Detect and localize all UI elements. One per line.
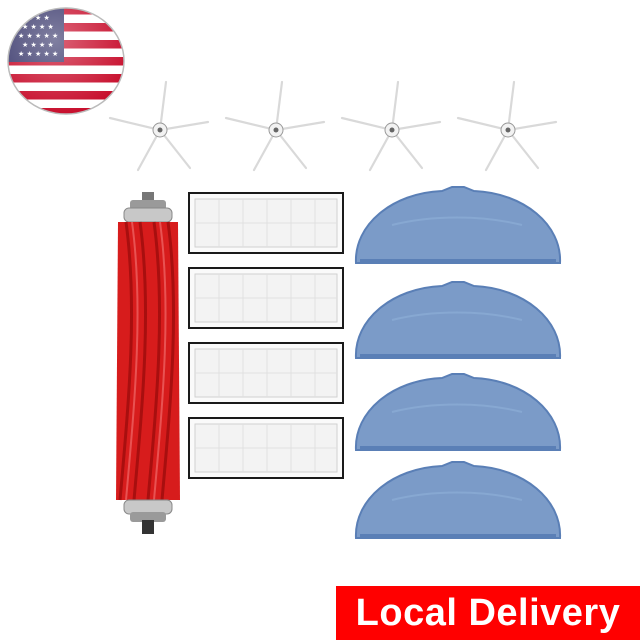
local-delivery-banner: Local Delivery (336, 586, 640, 640)
hepa-filter-icon (188, 417, 344, 479)
mop-pad-icon (354, 281, 562, 359)
main-roller-brush-icon (116, 192, 180, 534)
side-brush-icon (456, 80, 558, 172)
banner-text: Local Delivery (355, 591, 621, 634)
us-flag-icon: ★ ★ ★ ★ ★ ★ ★ ★ ★ ★ ★ ★ ★ ★ ★ ★ ★ ★ ★ ★ … (7, 7, 125, 115)
mop-pad-icon (354, 373, 562, 451)
hepa-filter-icon (188, 267, 344, 329)
side-brush-icon (108, 80, 210, 172)
mop-pad-icon (354, 186, 562, 264)
mop-pad-icon (354, 461, 562, 539)
hepa-filter-icon (188, 342, 344, 404)
side-brush-icon (340, 80, 442, 172)
hepa-filter-icon (188, 192, 344, 254)
side-brush-icon (224, 80, 326, 172)
side-brushes (108, 80, 558, 172)
